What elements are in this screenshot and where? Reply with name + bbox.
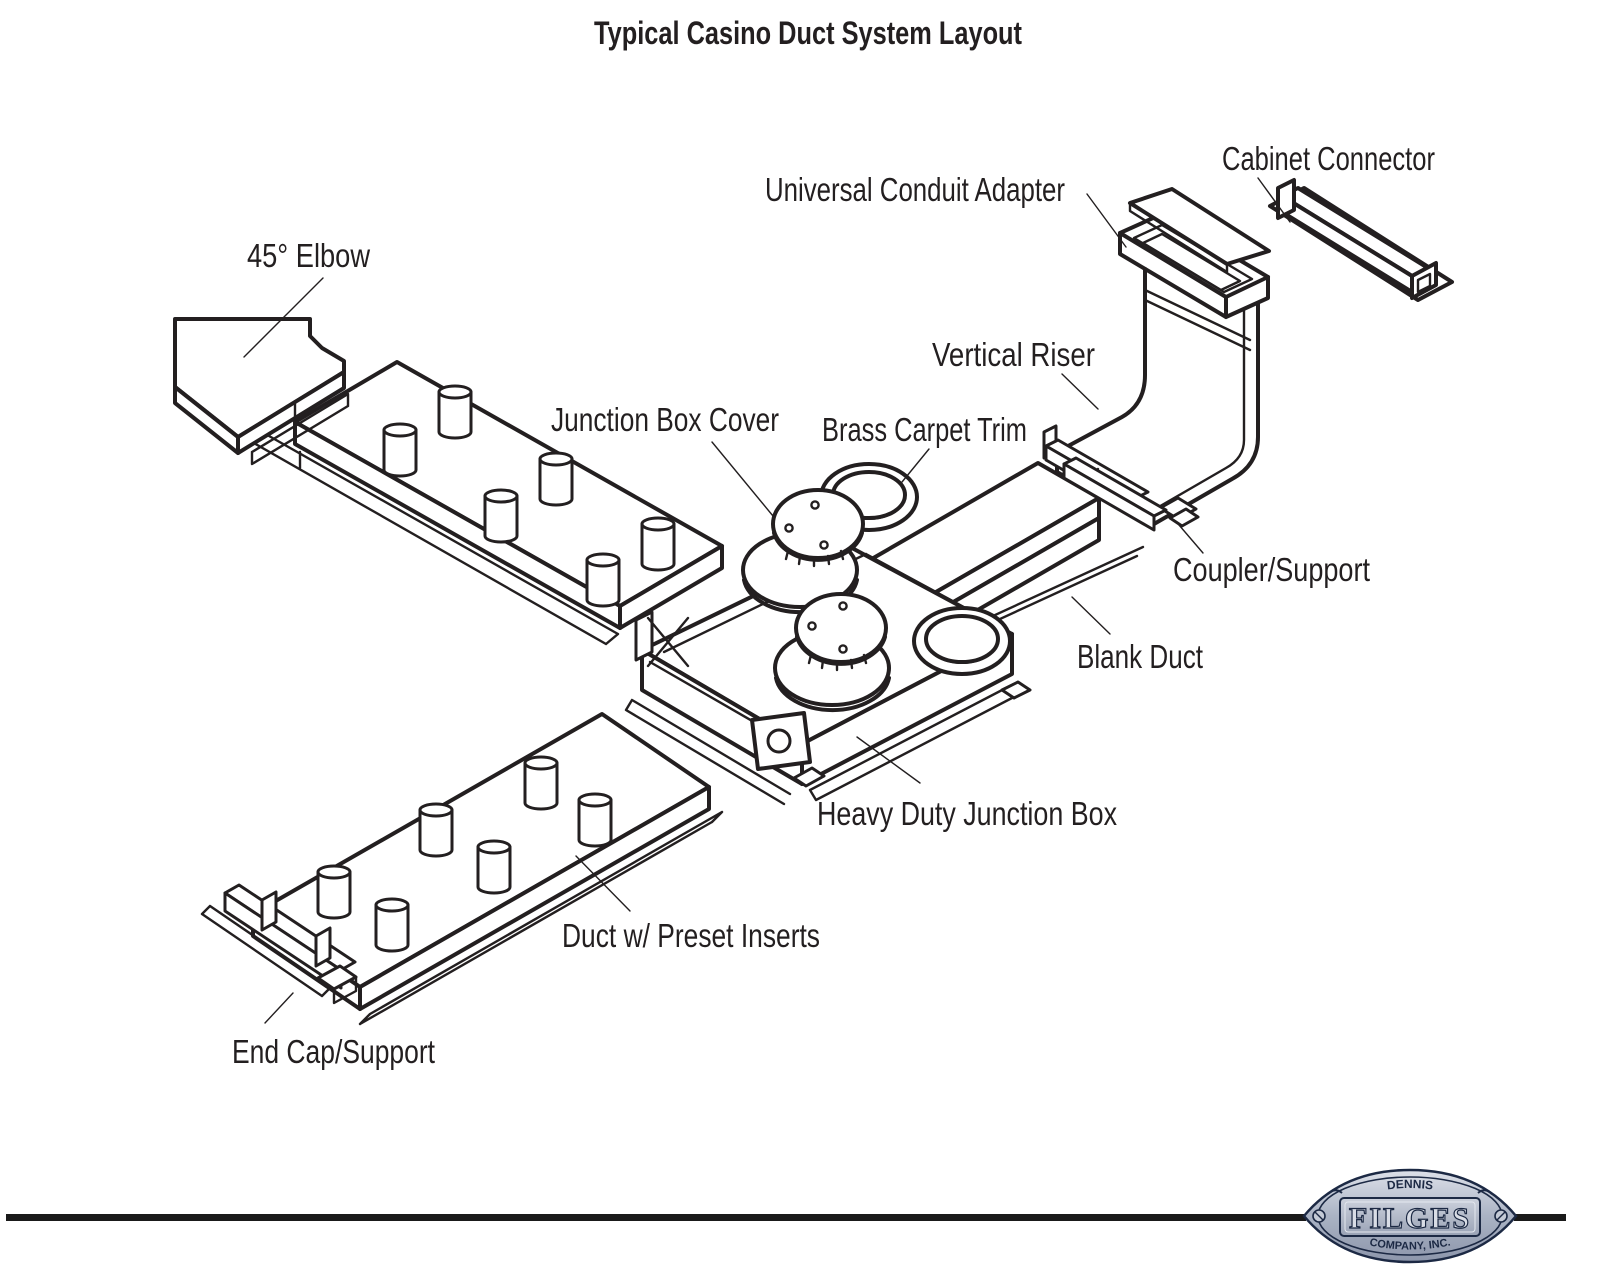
page-title: Typical Casino Duct System Layout bbox=[594, 15, 1022, 51]
label-coupler-support: Coupler/Support bbox=[1173, 551, 1370, 588]
elbow-45-part bbox=[173, 317, 350, 466]
label-vertical-riser: Vertical Riser bbox=[932, 336, 1095, 373]
leader-lines bbox=[243, 177, 1291, 1024]
junction-box-cover-disc bbox=[794, 592, 888, 672]
footer-rule-right bbox=[1514, 1214, 1566, 1221]
label-blank-duct: Blank Duct bbox=[1077, 638, 1203, 675]
label-cabinet-connector: Cabinet Connector bbox=[1222, 140, 1435, 177]
label-brass-carpet-trim: Brass Carpet Trim bbox=[822, 411, 1027, 448]
badge-main-text: FILGES bbox=[1349, 1202, 1471, 1235]
universal-conduit-adapter-part bbox=[1128, 187, 1271, 274]
label-end-cap-support: End Cap/Support bbox=[232, 1033, 435, 1070]
badge-top-text: DENNIS bbox=[1386, 1177, 1434, 1192]
label-junction-box-cover: Junction Box Cover bbox=[551, 401, 779, 438]
diagram-text: Typical Casino Duct System Layout 45° El… bbox=[232, 15, 1435, 1070]
vertical-riser-part bbox=[1048, 212, 1270, 528]
junction-box-cover-disc bbox=[771, 488, 865, 568]
filges-logo: DENNIS FILGES COMPANY, INC. bbox=[1302, 1168, 1518, 1264]
label-45-elbow: 45° Elbow bbox=[247, 237, 370, 274]
footer-rule-left bbox=[6, 1214, 1306, 1221]
coupler-support-part bbox=[1042, 424, 1168, 532]
footer: DENNIS FILGES COMPANY, INC. bbox=[6, 1168, 1566, 1264]
end-cap-support-part bbox=[200, 883, 358, 1005]
badge-bottom-text: COMPANY, INC. bbox=[1369, 1237, 1452, 1253]
cabinet-connector-part bbox=[1268, 178, 1454, 302]
brass-carpet-trim-ring bbox=[912, 606, 1012, 676]
label-universal-conduit-adapter: Universal Conduit Adapter bbox=[765, 171, 1065, 208]
label-duct-preset-inserts: Duct w/ Preset Inserts bbox=[562, 917, 820, 954]
label-heavy-duty-junction-box: Heavy Duty Junction Box bbox=[817, 795, 1117, 832]
